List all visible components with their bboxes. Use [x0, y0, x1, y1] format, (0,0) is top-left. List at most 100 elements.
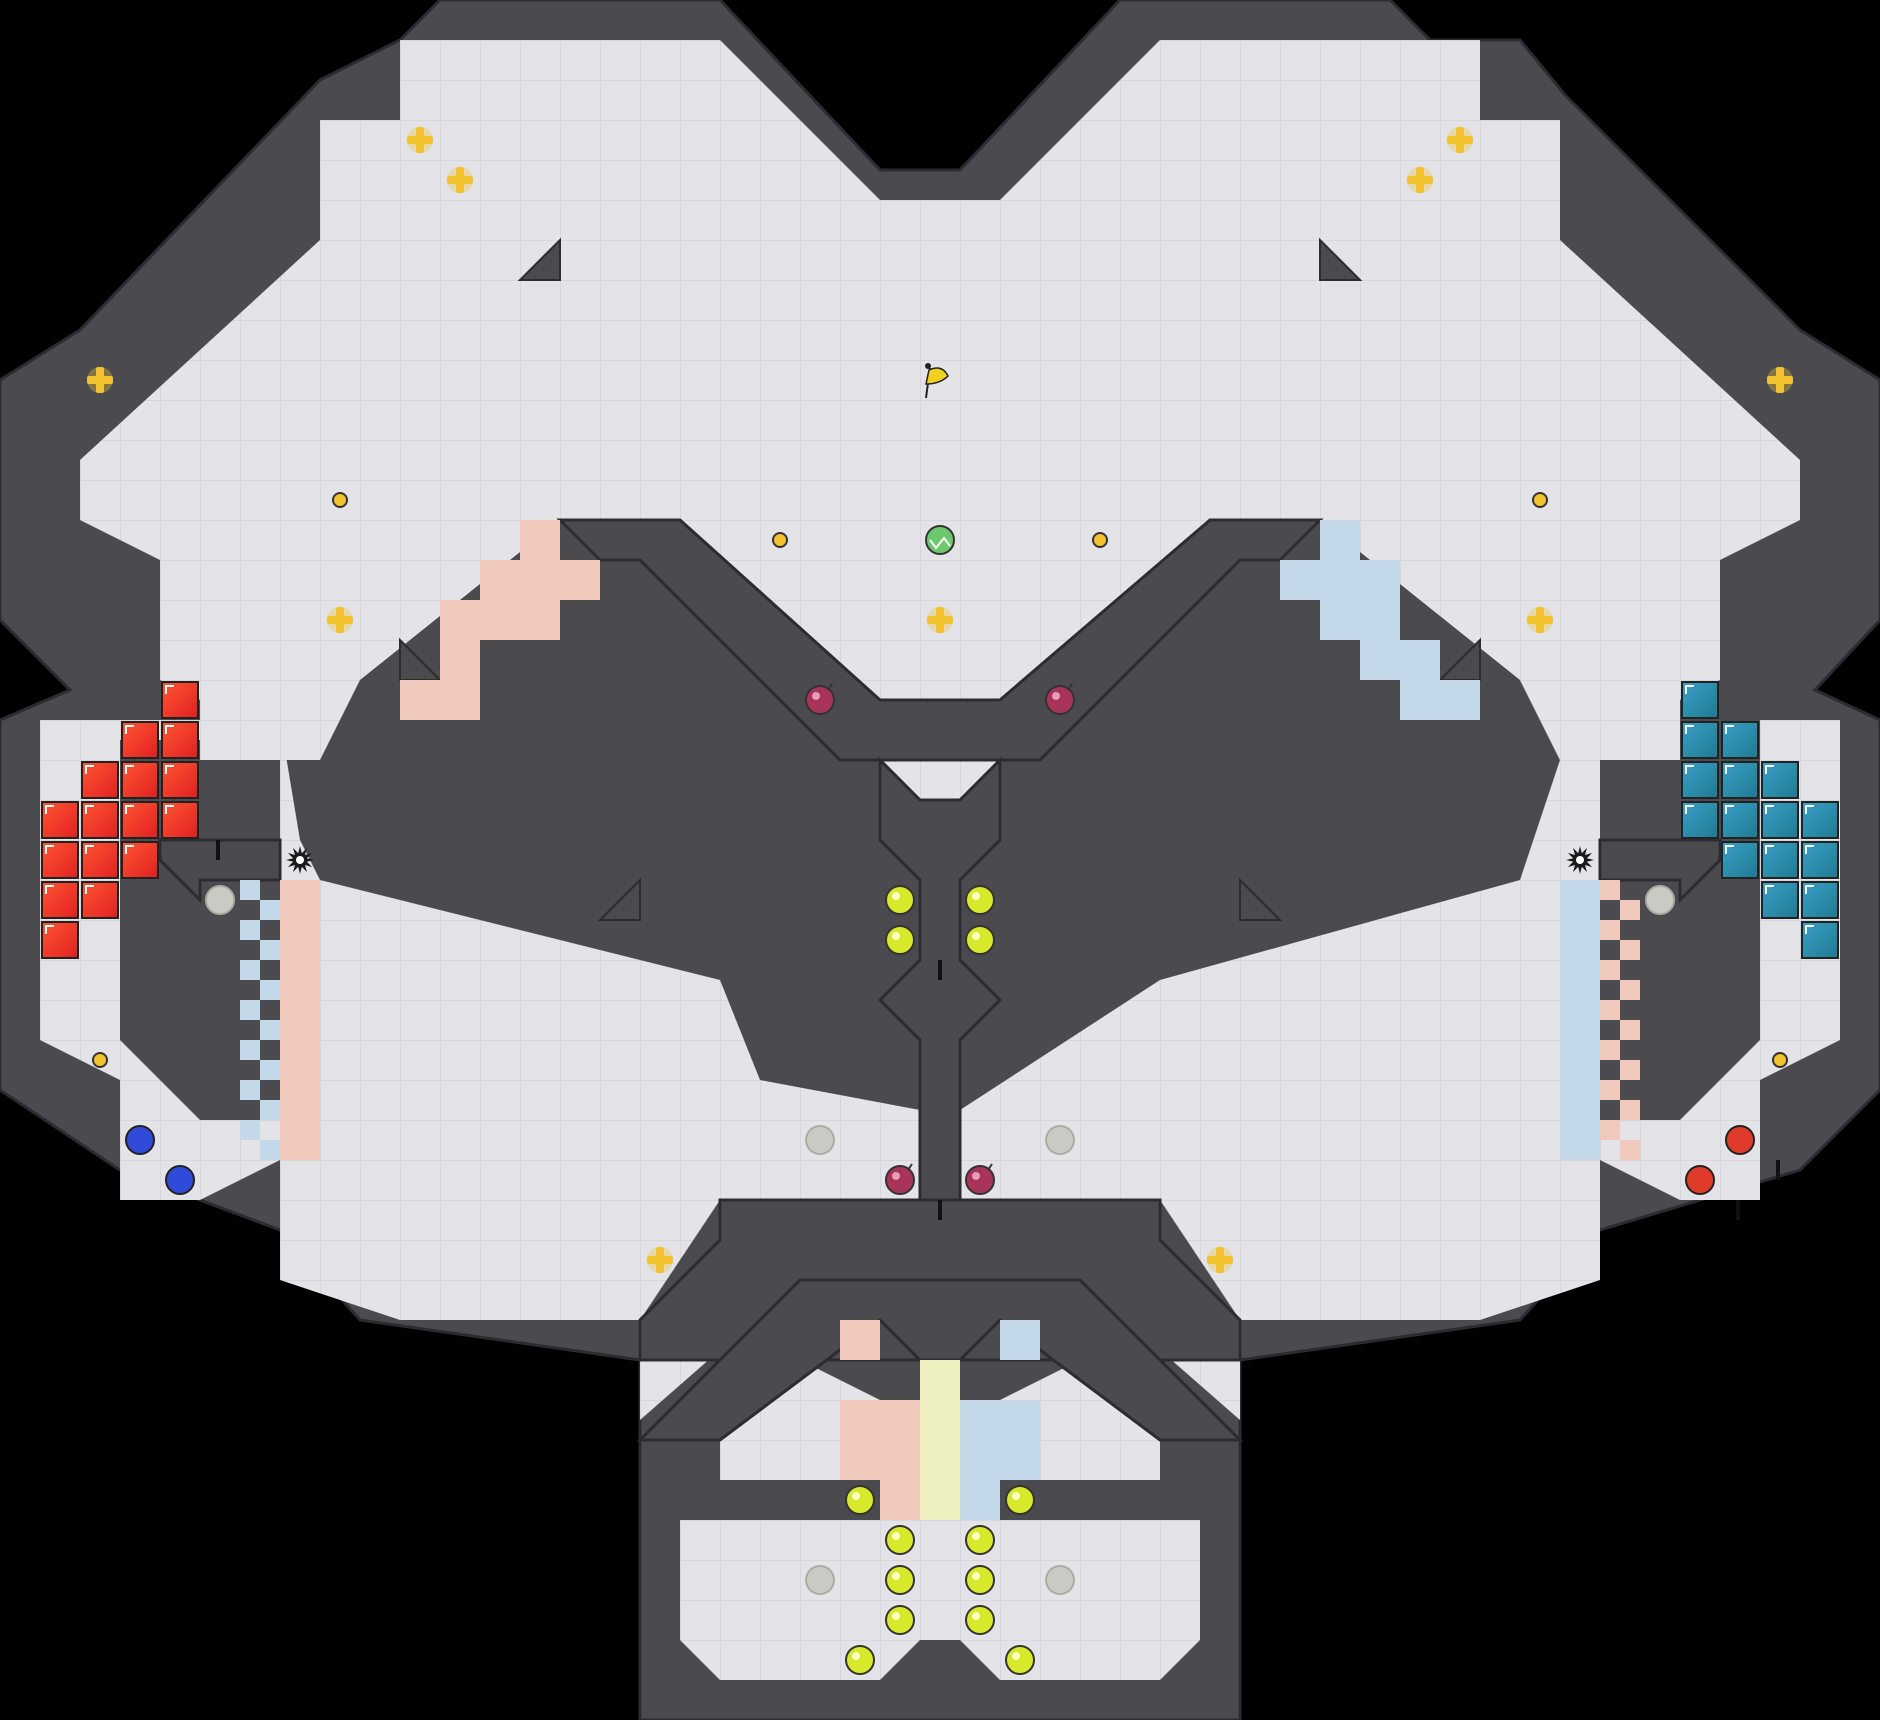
boost-pad-icon [1527, 607, 1553, 633]
blue-endzone-tile-shine [1725, 805, 1734, 814]
boost-bar [87, 376, 113, 384]
red-endzone-tile-shine [165, 805, 174, 814]
floor-region [960, 680, 1600, 1320]
powerup-shine [972, 1612, 980, 1620]
red-checker-tile [1620, 980, 1640, 1000]
powerup-icon [885, 1565, 915, 1595]
powerup-shine [972, 892, 980, 900]
red-checker-tile [1600, 1120, 1620, 1140]
boost-pad-icon [1207, 1247, 1233, 1273]
powerup-shine [972, 1572, 980, 1580]
bomb-fuse [1067, 683, 1073, 691]
boost-pad-icon [407, 127, 433, 153]
powerup-shine [892, 892, 900, 900]
boost-bar [327, 616, 353, 624]
bomb-fuse [907, 1163, 913, 1171]
powerup-orb [965, 1565, 995, 1595]
blue-checker-tile [260, 1060, 280, 1080]
powerup-shine [892, 1572, 900, 1580]
blue-endzone-tile-shine [1805, 885, 1814, 894]
powerup-orb [845, 1645, 875, 1675]
blue-endzone-tile [1721, 721, 1759, 759]
red-endzone-tile [121, 721, 159, 759]
blue-endzone-tile [1681, 801, 1719, 839]
bomb-fuse [827, 683, 833, 691]
spike-core [296, 856, 304, 864]
neutral-tile [920, 1480, 960, 1520]
powerup-orb [885, 885, 915, 915]
boost-pad-icon [927, 607, 953, 633]
red-team-tile [280, 1040, 320, 1080]
bomb-body [805, 685, 835, 715]
boost-bar [1767, 376, 1793, 384]
blue-team-tile [1360, 560, 1400, 600]
powerup-icon [845, 1645, 875, 1675]
red-endzone-tile-shine [45, 805, 54, 814]
blue-checker-tile [240, 1080, 260, 1100]
boost-bar [407, 136, 433, 144]
bomb-body [885, 1165, 915, 1195]
red-team-tile [440, 640, 480, 680]
blue-team-tile [1400, 680, 1440, 720]
red-team-tile [280, 1120, 320, 1160]
red-endzone-tile [81, 841, 119, 879]
blue-team-tile [1560, 880, 1600, 920]
blue-team-tile [1280, 560, 1320, 600]
blue-checker-tile [240, 1000, 260, 1020]
red-endzone-tile [161, 801, 199, 839]
red-checker-tile [1600, 1000, 1620, 1020]
red-checker-tile [1620, 900, 1640, 920]
button-icon [805, 1565, 835, 1595]
red-checker-tile [1620, 1140, 1640, 1160]
red-endzone-tile-shine [165, 725, 174, 734]
red-endzone-tile-shine [45, 925, 54, 934]
red-checker-tile [1600, 1080, 1620, 1100]
powerup-icon [1005, 1645, 1035, 1675]
blue-team-tile [960, 1440, 1000, 1480]
button-icon [1645, 885, 1675, 915]
floor-region [1600, 720, 1840, 1200]
red-team-tile [280, 920, 320, 960]
powerup-shine [972, 1532, 980, 1540]
powerup-shine [852, 1492, 860, 1500]
blue-endzone-tile-shine [1685, 725, 1694, 734]
blue-team-tile [1560, 920, 1600, 960]
blue-endzone-tile-shine [1805, 805, 1814, 814]
portal-icon [1772, 1052, 1788, 1068]
powerup-orb [965, 1605, 995, 1635]
blue-team-tile [1320, 600, 1360, 640]
powerup-orb [1005, 1485, 1035, 1515]
neutral-tile [920, 1440, 960, 1480]
red-team-tile [520, 520, 560, 560]
red-endzone-tile [161, 681, 199, 719]
red-checker-tile [1620, 1060, 1640, 1080]
red-team-tile [840, 1400, 880, 1440]
inner-wall [158, 838, 282, 904]
red-endzone-tile-shine [165, 685, 174, 694]
red-checker-tile [1600, 1040, 1620, 1060]
boost-bar [927, 616, 953, 624]
blue-team-tile [960, 1400, 1000, 1440]
neutral-ball-icon [925, 525, 955, 555]
wall-wedge [1319, 237, 1363, 281]
blue-team-tile [1400, 640, 1440, 680]
red-endzone-tile [121, 841, 159, 879]
red-endzone-tile [81, 801, 119, 839]
red-team-tile [280, 880, 320, 920]
red-endzone-tile [41, 921, 79, 959]
blue-endzone-tile-shine [1685, 685, 1694, 694]
blue-checker-tile [240, 920, 260, 940]
powerup-icon [885, 1605, 915, 1635]
bomb-icon [965, 1163, 995, 1195]
blue-team-tile [960, 1480, 1000, 1520]
neutral-ball-mark [929, 536, 951, 550]
powerup-shine [972, 932, 980, 940]
powerup-orb [885, 1605, 915, 1635]
blue-team-tile [1000, 1400, 1040, 1440]
powerup-icon [885, 1525, 915, 1555]
blue-endzone-tile-shine [1725, 845, 1734, 854]
powerup-orb [965, 1525, 995, 1555]
portal-icon [92, 1052, 108, 1068]
flag-cloth [925, 367, 949, 385]
